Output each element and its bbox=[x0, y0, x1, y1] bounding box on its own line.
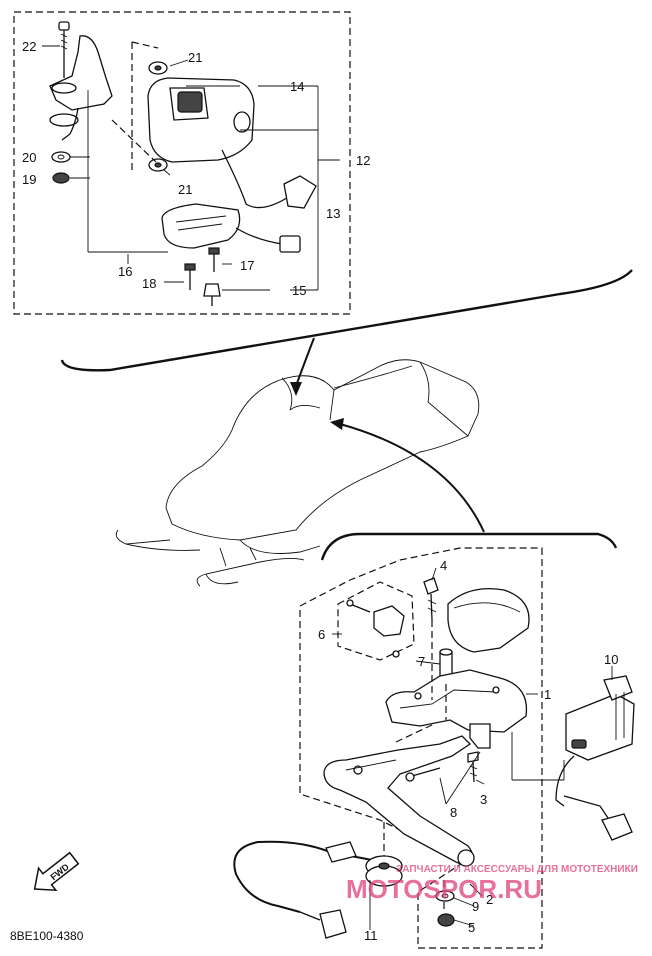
mounting-bracket bbox=[49, 35, 113, 141]
top-inset: 22 21 14 12 20 19 21 13 17 16 18 15 bbox=[13, 11, 370, 315]
throttle-switch-10 bbox=[555, 675, 635, 841]
pulley-2 bbox=[365, 855, 403, 887]
washer-20 bbox=[51, 151, 71, 163]
dividers bbox=[60, 269, 633, 561]
callout-11: 11 bbox=[364, 928, 378, 943]
fwd-arrow-icon: FWD bbox=[33, 851, 80, 892]
screw-4 bbox=[423, 577, 439, 595]
callout-6: 6 bbox=[318, 627, 325, 642]
callout-20: 20 bbox=[22, 150, 36, 165]
callout-21-bottom: 21 bbox=[178, 182, 192, 197]
wire-lead bbox=[221, 149, 291, 209]
switch-piece-6 bbox=[373, 605, 405, 637]
callout-12: 12 bbox=[356, 153, 370, 168]
callout-1: 1 bbox=[544, 687, 551, 702]
callout-7: 7 bbox=[418, 654, 425, 669]
callout-8: 8 bbox=[450, 805, 457, 820]
watermark-brand: MOTOSPOR.RU bbox=[346, 874, 542, 904]
group-6-border bbox=[337, 581, 415, 661]
arrow-from-lever bbox=[339, 423, 485, 533]
upper-swoop bbox=[60, 269, 633, 372]
callout-9: 9 bbox=[472, 899, 479, 914]
nut-19 bbox=[52, 172, 70, 184]
callout-5: 5 bbox=[468, 920, 475, 935]
callout-10: 10 bbox=[604, 652, 618, 667]
switch-housing bbox=[147, 77, 255, 163]
cable-connector bbox=[319, 909, 347, 939]
throttle-cable bbox=[233, 840, 331, 913]
callout-2: 2 bbox=[486, 892, 493, 907]
callout-16: 16 bbox=[118, 264, 132, 279]
callout-13: 13 bbox=[326, 206, 340, 221]
connector-upper bbox=[283, 175, 317, 209]
connector-lower bbox=[279, 235, 301, 253]
throttle-bracket bbox=[385, 669, 528, 733]
lever-assembly-border bbox=[299, 547, 543, 949]
top-inset-border bbox=[13, 11, 351, 315]
callout-15: 15 bbox=[292, 283, 306, 298]
bolt-22 bbox=[58, 21, 70, 78]
snowmobile-outline bbox=[115, 359, 480, 587]
callout-19: 19 bbox=[22, 172, 36, 187]
watermark: ЗАПЧАСТИ И АКСЕССУАРЫ ДЛЯ МОТОТЕХНИКИ MO… bbox=[346, 864, 638, 904]
lever-cover bbox=[447, 587, 530, 653]
callout-22: 22 bbox=[22, 39, 36, 54]
lever-assembly: 4 6 10 7 1 3 8 2 9 5 11 bbox=[233, 547, 635, 949]
diagram-code: 8BE100-4380 bbox=[10, 929, 84, 943]
callout-17: 17 bbox=[240, 258, 254, 273]
watermark-tagline: ЗАПЧАСТИ И АКСЕССУАРЫ ДЛЯ МОТОТЕХНИКИ bbox=[396, 864, 638, 875]
arrow-to-handlebar bbox=[295, 337, 315, 387]
nut-5 bbox=[437, 913, 455, 927]
lower-cover bbox=[161, 203, 241, 249]
washer-9 bbox=[435, 890, 455, 902]
callout-18: 18 bbox=[142, 276, 156, 291]
callout-14: 14 bbox=[290, 79, 304, 94]
lower-swoop bbox=[320, 532, 618, 561]
callout-4: 4 bbox=[440, 558, 447, 573]
callout-3: 3 bbox=[480, 792, 487, 807]
wire-lower bbox=[235, 227, 283, 245]
callout-21-top: 21 bbox=[188, 50, 202, 65]
